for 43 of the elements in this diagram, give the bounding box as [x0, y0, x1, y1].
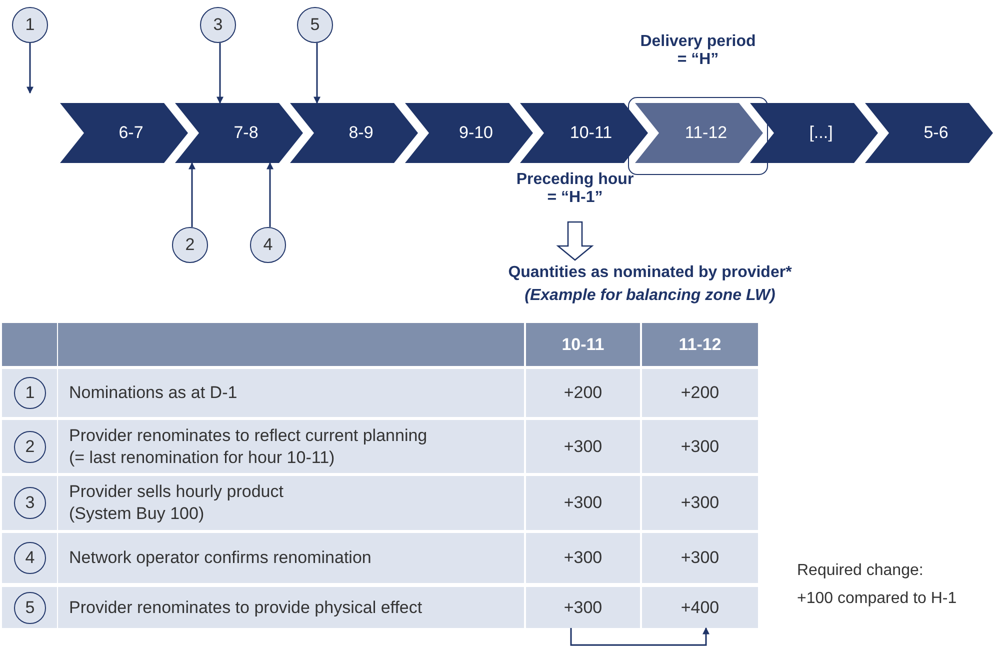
block-arrow	[556, 221, 594, 261]
subheading-text: (Example for balancing zone LW)	[524, 287, 776, 305]
connector-arrow	[188, 162, 196, 228]
hour-step: 10-11	[520, 103, 648, 163]
connector-arrow	[266, 162, 274, 228]
annotation-text: Preceding hour = “H-1”	[513, 171, 637, 219]
callout-number: 5	[297, 7, 333, 43]
row-description: Network operator confirms renomination	[69, 547, 372, 569]
hour-step: 5-6	[865, 103, 993, 163]
table-value: +400	[642, 587, 758, 628]
period-label: Delivery period = “H”	[639, 33, 757, 69]
table-value: +300	[526, 476, 640, 530]
column-header: 11-12	[642, 323, 758, 366]
hour-step: 9-10	[405, 103, 533, 163]
callout-number: 3	[200, 7, 236, 43]
table-value: +200	[526, 369, 640, 417]
table-value: +300	[526, 587, 640, 628]
table-value: +300	[526, 420, 640, 473]
column-header: 10-11	[526, 323, 640, 366]
callout-number: 4	[250, 227, 286, 263]
callout-number: 2	[172, 227, 208, 263]
connector-arrow	[570, 627, 710, 646]
hour-step: 6-7	[60, 103, 188, 163]
row-description: Provider renominates to reflect current planning (= last renomination for hour 10-11)	[69, 424, 428, 468]
note-text: Required change:	[797, 562, 924, 580]
table-value: +300	[642, 533, 758, 583]
connector-arrow	[216, 42, 224, 104]
table-value: +300	[642, 476, 758, 530]
hour-step: [...]	[750, 103, 878, 163]
callout-number: 1	[12, 7, 48, 43]
note-text: +100 compared to H-1	[797, 590, 958, 608]
table-value: +300	[642, 420, 758, 473]
hour-step: 7-8	[175, 103, 303, 163]
pointer-arrow	[26, 43, 34, 94]
highlighted-hour-step: 11-12	[635, 103, 763, 163]
row-description: Provider renominates to provide physical effect	[69, 596, 424, 618]
table-value: +300	[526, 533, 640, 583]
row-description: Provider sells hourly product (System Buy 100)	[69, 481, 284, 525]
table-value: +200	[642, 369, 758, 417]
hour-step: 8-9	[290, 103, 418, 163]
connector-arrow	[314, 42, 320, 104]
row-description: Nominations as at D-1	[69, 382, 238, 404]
heading-text: Quantities as nominated by provider*	[507, 264, 793, 282]
